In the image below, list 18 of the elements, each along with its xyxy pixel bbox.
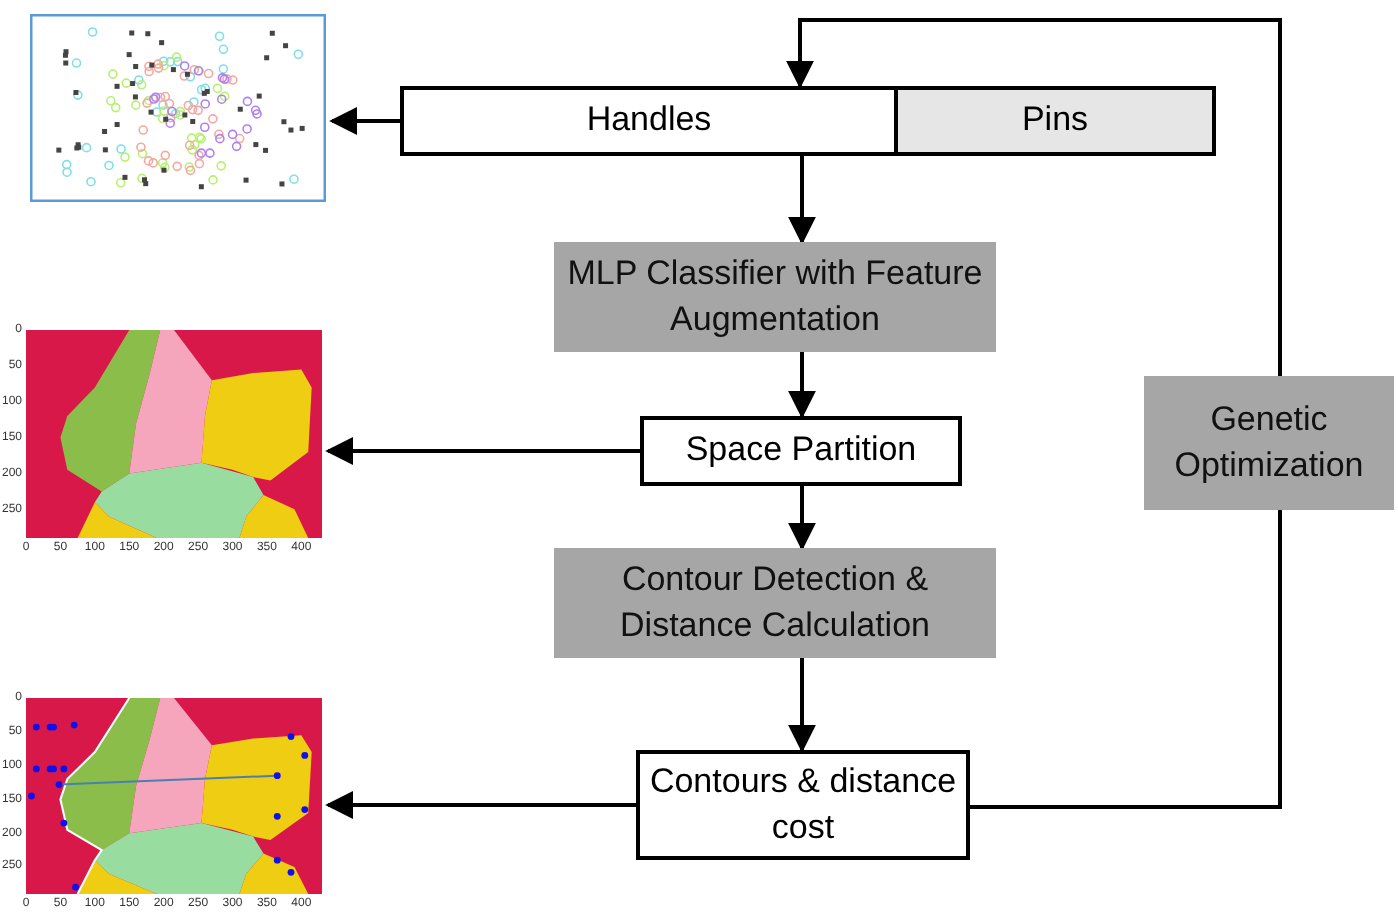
process-box: MLP Classifier with Feature Augmentation (554, 242, 996, 352)
process-box: Genetic Optimization (1144, 376, 1394, 510)
arrow (788, 352, 816, 419)
partition-map-drawing (26, 330, 322, 538)
arrow (329, 107, 400, 135)
data-box: Pins (894, 86, 1216, 156)
data-box: Space Partition (640, 416, 962, 486)
arrow (325, 791, 636, 819)
arrow (786, 18, 1282, 376)
data-box: Handles (400, 86, 898, 156)
process-box: Contour Detection & Distance Calculation (554, 548, 996, 658)
data-box: Contours & distance cost (636, 750, 970, 860)
arrow (788, 486, 816, 551)
arrow (788, 658, 816, 753)
contour-map-drawing (26, 698, 322, 894)
arrow (325, 437, 640, 465)
scatter-plot-drawing (30, 14, 326, 202)
arrow (788, 156, 816, 245)
